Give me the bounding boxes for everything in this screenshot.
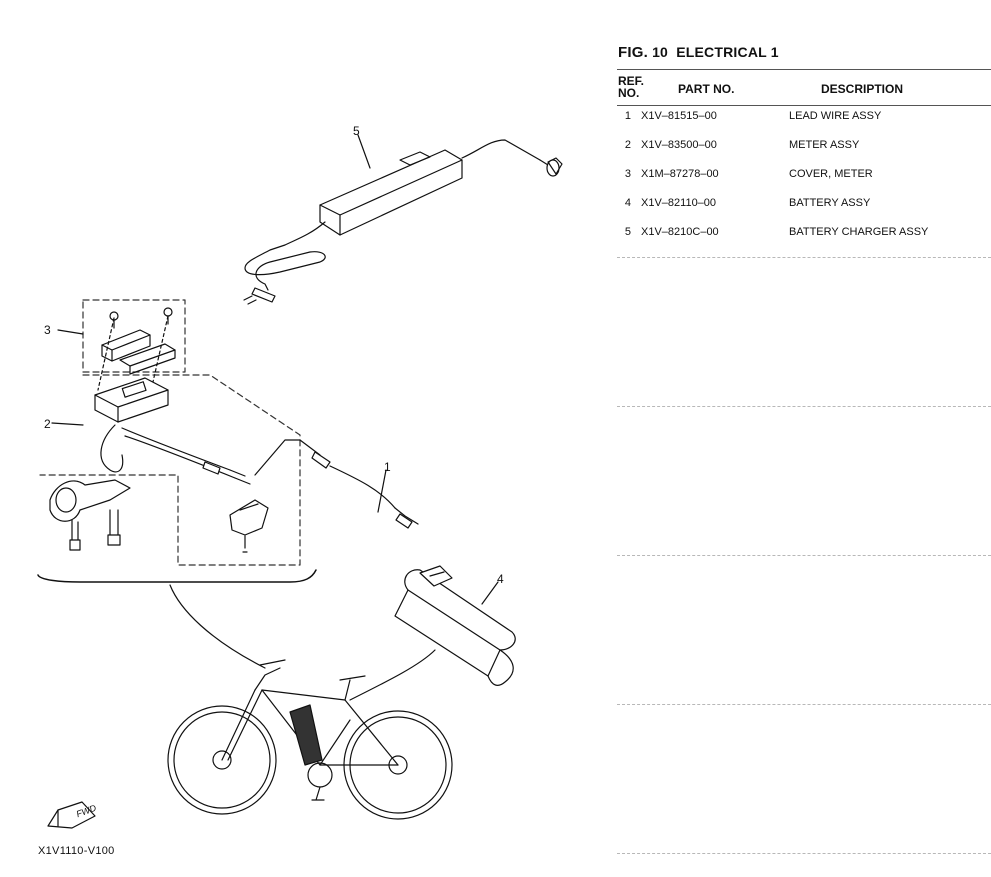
meter-assy-drawing bbox=[94, 377, 269, 553]
row-description: BATTERY ASSY bbox=[789, 197, 871, 209]
ref-header-text: REF. NO. bbox=[618, 74, 645, 100]
section-divider bbox=[617, 257, 991, 258]
row-part-no: X1V–8210C–00 bbox=[641, 226, 719, 238]
section-divider bbox=[617, 406, 991, 407]
row-part-no: X1M–87278–00 bbox=[641, 168, 719, 180]
row-part-no: X1V–81515–00 bbox=[641, 110, 717, 122]
callout-3: 3 bbox=[44, 323, 51, 337]
row-part-no: X1V–82110–00 bbox=[641, 197, 717, 209]
section-divider bbox=[617, 853, 991, 854]
callout-5: 5 bbox=[353, 124, 360, 138]
row-description: BATTERY CHARGER ASSY bbox=[789, 226, 929, 238]
battery-drawing bbox=[349, 565, 516, 701]
row-ref: 4 bbox=[624, 197, 631, 209]
callout-4: 4 bbox=[497, 572, 504, 586]
lead-wire-drawing bbox=[254, 439, 419, 529]
fwd-arrow-icon bbox=[47, 801, 96, 829]
row-ref: 2 bbox=[624, 139, 631, 151]
row-ref: 3 bbox=[624, 168, 631, 180]
figure-name: ELECTRICAL 1 bbox=[676, 44, 779, 60]
row-ref: 5 bbox=[624, 226, 631, 238]
battery-charger-drawing bbox=[243, 139, 563, 305]
leader-3 bbox=[57, 329, 84, 335]
header-bottom-rule bbox=[617, 105, 991, 106]
figure-title: FIG. 10 ELECTRICAL 1 bbox=[618, 44, 779, 61]
column-header-part-no: PART NO. bbox=[678, 82, 735, 96]
column-header-ref: REF. NO. bbox=[618, 75, 658, 99]
meter-cover-drawing bbox=[97, 307, 176, 396]
callout-1: 1 bbox=[384, 460, 391, 474]
figure-number: 10 bbox=[652, 44, 669, 60]
section-divider bbox=[617, 704, 991, 705]
callout-2: 2 bbox=[44, 417, 51, 431]
leader-5 bbox=[357, 134, 371, 169]
bicycle-drawing bbox=[167, 659, 453, 820]
row-ref: 1 bbox=[624, 110, 631, 122]
row-description: COVER, METER bbox=[789, 168, 873, 180]
leader-4 bbox=[481, 581, 499, 605]
exploded-parts-diagram bbox=[37, 134, 563, 829]
leader-1 bbox=[377, 469, 387, 513]
handlebar-clamp-drawing bbox=[49, 479, 131, 551]
leader-2 bbox=[51, 422, 84, 426]
row-description: METER ASSY bbox=[789, 139, 860, 151]
row-description: LEAD WIRE ASSY bbox=[789, 110, 882, 122]
row-part-no: X1V–83500–00 bbox=[641, 139, 717, 151]
section-divider bbox=[617, 555, 991, 556]
header-top-rule bbox=[617, 69, 991, 70]
diagram-code: X1V1110-V100 bbox=[38, 845, 115, 857]
column-header-description: DESCRIPTION bbox=[821, 82, 904, 96]
figure-prefix: FIG. bbox=[618, 44, 648, 61]
